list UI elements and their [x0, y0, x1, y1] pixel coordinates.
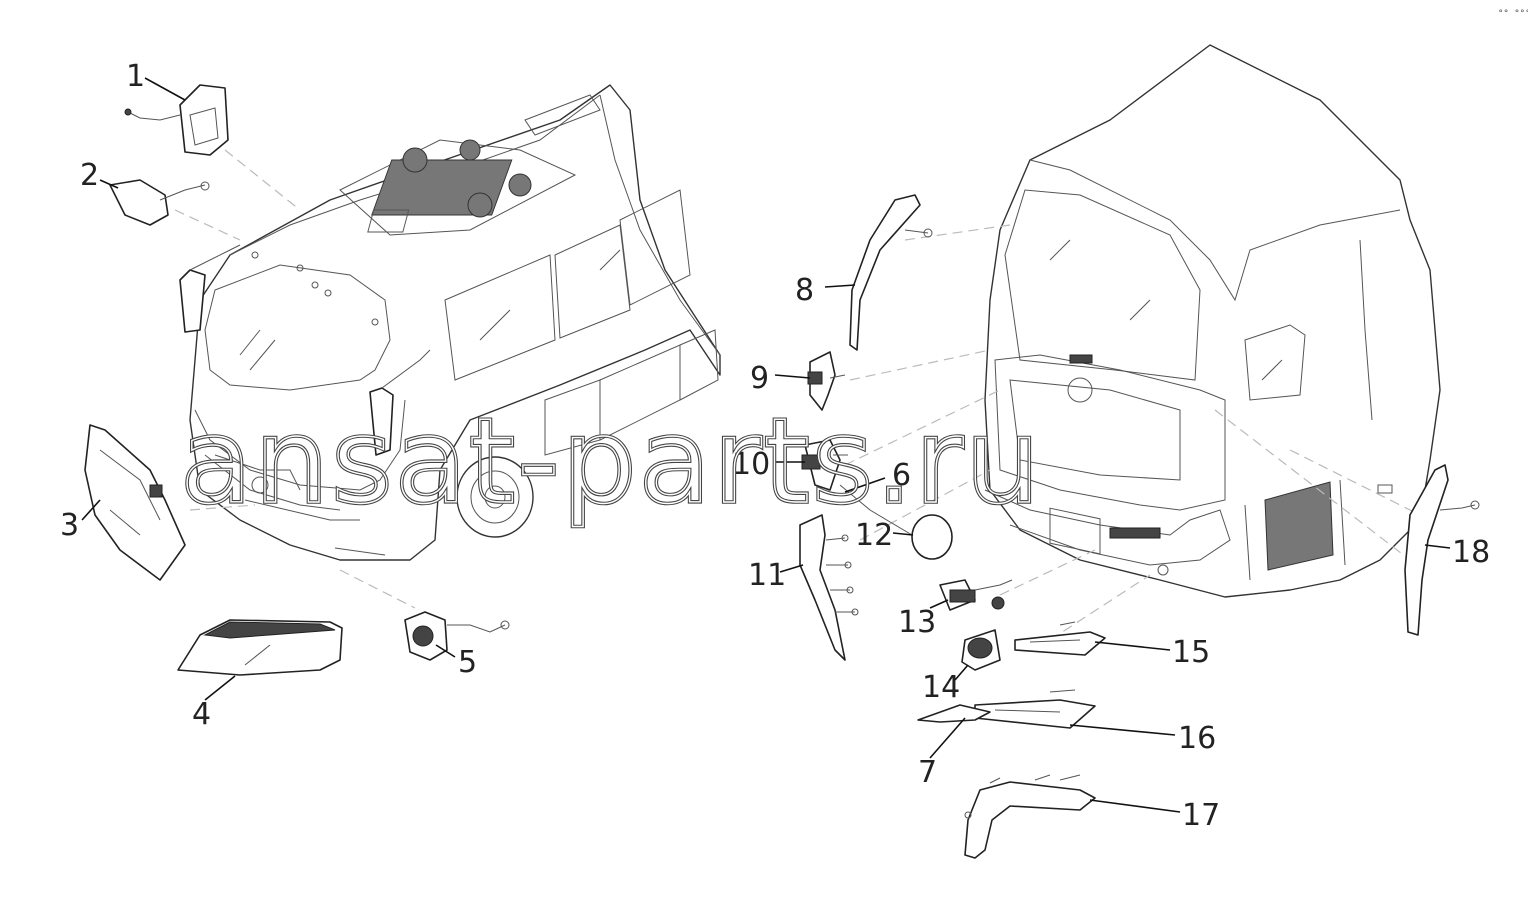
callout-9: 9 — [750, 361, 769, 396]
part-7-reflector — [917, 704, 991, 723]
callout-14: 14 — [922, 670, 960, 705]
callout-10: 10 — [732, 447, 770, 482]
callout-5: 5 — [458, 645, 477, 680]
bus-front-view — [179, 84, 721, 561]
watermark-text: ansat-parts.ru — [180, 392, 1042, 530]
part-10-rear-lamp — [801, 439, 848, 491]
callout-3: 3 — [60, 508, 79, 543]
watermark-outline: ansat-parts.ru — [180, 392, 1042, 530]
callout-11: 11 — [748, 558, 786, 593]
part-8-trim-strip — [849, 194, 933, 351]
part-12-round-lamp — [839, 484, 953, 560]
assembly-guide-lines — [174, 149, 1421, 641]
callout-7: 7 — [918, 755, 937, 790]
part-11-rear-lamp-cluster — [799, 514, 859, 661]
part-16-trim — [974, 689, 1096, 729]
part-1-side-lamp — [124, 84, 229, 156]
part-13-plate-lamp — [939, 579, 1013, 611]
part-14-reverse-lamp — [961, 629, 1001, 671]
part-5-fog-lamp — [404, 611, 510, 661]
callout-15: 15 — [1172, 635, 1210, 670]
callout-12: 12 — [855, 518, 893, 553]
callout-13: 13 — [898, 605, 936, 640]
callout-17: 17 — [1182, 798, 1220, 833]
bus-rear-view — [984, 44, 1441, 598]
callout-6: 6 — [892, 458, 911, 493]
callout-2: 2 — [80, 158, 99, 193]
part-17-corner-lamp — [964, 774, 1096, 859]
part-3-headlamp-housing — [84, 424, 186, 581]
watermark: ansat-parts.ru ansat-parts.ru — [178, 390, 1042, 532]
callout-8: 8 — [795, 273, 814, 308]
part-2-marker-lamp — [109, 179, 210, 226]
corner-mark: °° °°° — [1498, 9, 1528, 19]
leader-lines — [81, 77, 1451, 813]
part-18-side-trim — [1404, 464, 1480, 636]
part-9-bracket — [807, 351, 846, 411]
callout-4: 4 — [192, 697, 211, 732]
part-4-headlamp-cover — [177, 619, 343, 676]
callout-labels: 1 2 3 4 5 6 7 8 9 10 11 12 13 14 15 16 1… — [60, 59, 1490, 833]
callout-1: 1 — [126, 59, 145, 94]
part-15-trim — [1014, 621, 1106, 656]
callout-16: 16 — [1178, 721, 1216, 756]
callout-18: 18 — [1452, 535, 1490, 570]
